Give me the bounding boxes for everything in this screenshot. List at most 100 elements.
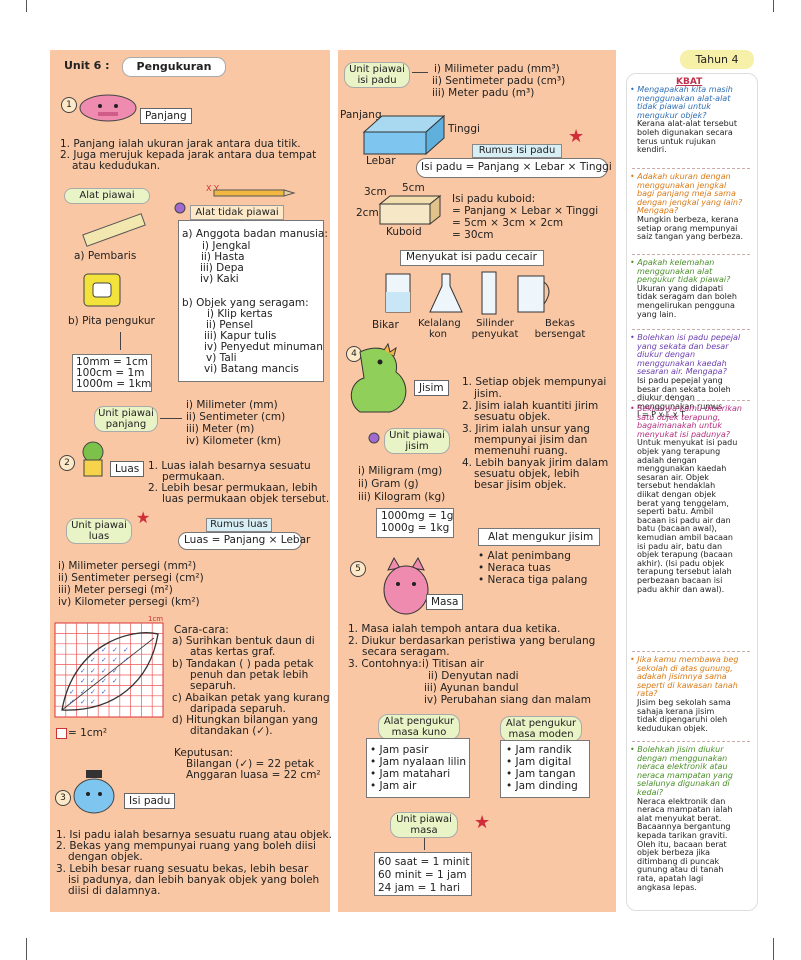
kuboid-label: Kuboid [386,226,422,238]
kuno-item: • Jam pasir [370,744,429,756]
keputusan-title: Keputusan: [174,747,234,759]
section-number-3: 3 [55,790,71,806]
kbat-question-line: diukur dengan [637,350,696,360]
crop-mark [26,938,27,960]
kbat-answer-line: adalah dengan [637,455,697,465]
keputusan-line: Bilangan (✓) = 22 petak [186,758,315,770]
kbat-question-line: selalunya digunakan di [637,779,730,789]
pencil-icon [213,189,296,197]
luas-unit: ii) Sentimeter persegi (cm²) [58,572,204,584]
kbat-answer-line: neraca mampatan ialah [637,805,733,815]
svg-text:✓: ✓ [90,656,96,664]
arrow-right [160,418,182,419]
bug-icon [368,432,380,444]
unit-square-icon [56,728,67,739]
conversion-line: 100cm = 1m [76,367,145,379]
rumus-luas-box [178,532,302,550]
luas-unit: iii) Meter persegi (m²) [58,584,173,596]
kbat-question-line: • Adakah ukuran dengan [630,172,731,181]
kbat-answer-line: besar dan sekata boleh [637,384,731,394]
kbat-question-line: • Sekiranya kamu diberikan [630,404,742,413]
kbat-question-line: • Apakah kelemahan [630,258,715,267]
kbat-question-line: dengan jengkal yang lain? [637,197,743,207]
kbat-answer-line: Jisim beg sekolah sama [637,698,731,707]
alat-jisim-item: • Alat penimbang [478,550,571,562]
kbat-question-line: • Jika kamu membawa beg [630,655,739,664]
kbat-answer-line: terapung tersebut ialah [637,567,732,577]
isipadu-point: 3. Lebih besar ruang sesuatu bekas, lebi… [56,863,309,875]
svg-text:✓: ✓ [112,677,118,685]
kbat-answer-line: saiz tangan yang berbeza. [637,232,743,242]
svg-text:✓: ✓ [90,698,96,706]
kuboid-calc: = Panjang × Lebar × Tinggi [452,205,599,217]
kuno-item: • Jam air [370,780,417,792]
kbat-question-line: dengan menggunakan [637,753,728,763]
rumus-isi-padu-title: Rumus Isi padu [472,144,562,158]
kbat-question-line: neraca elektronik atau [637,762,728,772]
jisim-conv-box [376,508,454,538]
svg-text:✓: ✓ [80,698,86,706]
kbat-answer-line: menggunakan kaedah [637,464,727,474]
kbat-answer-line: kemudian ambil bacaan [637,533,733,542]
kbat-answer-line: tersebut hendaklah [637,481,716,491]
cecair-title-box [400,250,544,266]
pembaris-label: a) Pembaris [74,250,137,262]
cara-step: atas kertas graf. [190,646,276,658]
kbat-answer-line: rata, apatah lagi [637,874,704,883]
unit-label: Unit 6 : [64,59,110,72]
isipadu-point: isi padunya, dan lebih banyak objek yang… [68,874,320,886]
kbat-question-line: menggunakan kaedah [637,358,727,368]
masa-example: i) Titisan air [422,658,484,670]
cuboid-tinggi: Tinggi [448,123,480,135]
kbat-question-line: adakah jisimnya sama [637,672,727,682]
masa-point: 3. Contohnya: [348,658,422,670]
kbat-answer-line: tidak dipengaruhi oleh [637,715,728,725]
anggota-item: iv) Kaki [200,273,239,285]
kbat-answer-line: objek yang terapung [637,447,721,456]
kbat-question-line: menggunakan alat-alat [637,93,731,103]
cuboid-panjang: Panjang [340,109,382,121]
arrow-down [424,838,425,850]
moden-item: • Jam randik [506,744,572,756]
star-icon: ★ [136,508,151,527]
objek-title: b) Objek yang seragam: [182,297,309,309]
kuno-item: • Jam nyalaan lilin [370,756,467,768]
objek-item: iii) Kapur tulis [204,330,277,342]
isi-unit: iii) Meter padu (m³) [432,87,535,99]
svg-text:✓: ✓ [69,688,75,696]
tag-masa: Masa [426,594,464,610]
luas-point: 1. Luas ialah besarnya sesuatu [148,460,311,472]
anggota-item: ii) Hasta [201,251,245,263]
kbat-answer-line: menggunakan rumus [637,401,723,411]
kbat-question-line: seperti di kawasan tanah [637,680,738,690]
kbat-divider [632,168,750,169]
alat-tidak-piawai-box [178,220,324,382]
kbat-answer-line: Bacaannya bergantung [637,822,731,832]
bug-icon [174,202,186,214]
tool-bekas: Bekas bersengat [534,318,586,340]
jisim-point: besar jisim objek. [474,479,567,491]
section-number-5: 5 [350,561,366,577]
kbat-answer-line: mengelirukan pengguna [637,301,735,310]
moden-title: Alat pengukur masa moden [500,716,582,742]
jisim-point: jisim. [474,388,502,400]
isipadu-point: diisi di dalamnya. [68,885,161,897]
kbat-answer-line: objek terapung (bacaan [637,550,733,560]
kbat-answer-line: sesaran air. Objek [637,472,709,482]
jisim-unit: iii) Kilogram (kg) [358,491,446,503]
kbat-question-line: bagi panjang meja sama [637,189,736,199]
kbat-answer-line: Neraca elektronik dan [637,796,726,806]
dinosaur-icon [350,342,407,413]
kbat-divider [632,741,750,742]
panjang-unit: ii) Sentimeter (cm) [186,411,286,423]
arrow-right [412,72,428,73]
conversion-box [72,354,152,392]
keputusan-line: Anggaran luasa = 22 cm² [186,769,321,781]
kbat-question-line: satu objek terapung, [637,412,721,422]
star-icon: ★ [568,126,585,147]
isi-unit: ii) Sentimeter padu (cm³) [432,75,566,87]
tag-isi-padu: Isi padu [124,793,176,809]
kbat-question-line: • Bolehkah jisim diukur [630,745,724,754]
kbat-answer-line: Isi padu pepejal yang [637,376,723,385]
unit-piawai-jisim: Unit piawai jisim [384,428,450,454]
